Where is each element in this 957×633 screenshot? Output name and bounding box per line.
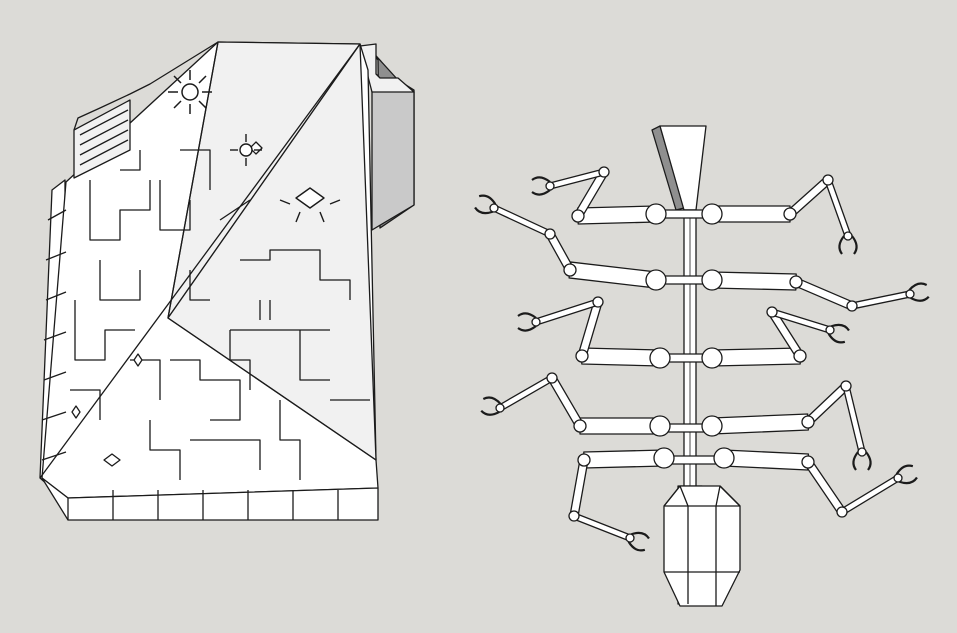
- arm-8-shoulder: [701, 415, 723, 437]
- diagonal-2: [167, 41, 219, 319]
- arm-2-claw-pivot: [843, 231, 853, 241]
- arm-10-claw-pivot: [893, 473, 903, 483]
- arm-4-upper: [711, 271, 797, 291]
- arm-7-claw-pivot: [495, 403, 505, 413]
- arm-5-claw-pivot: [531, 317, 541, 327]
- arm-1-claw-pivot: [545, 181, 555, 191]
- arm-9-claw-pivot: [625, 533, 635, 543]
- arm-10-upper: [722, 449, 810, 471]
- arm-3-wrist-joint: [544, 228, 556, 240]
- arm-6-claw: [827, 323, 850, 344]
- robot-arm-sprue: [474, 125, 930, 607]
- arm-7-elbow: [573, 419, 587, 433]
- arm-7-claw: [480, 396, 502, 416]
- arm-6-shoulder: [701, 347, 723, 369]
- arm-5-elbow: [575, 349, 589, 363]
- stepped-edge: [73, 41, 219, 131]
- arm-8-upper: [711, 413, 809, 435]
- arm-3-shoulder: [645, 269, 667, 291]
- arm-8-elbow: [801, 415, 815, 429]
- arm-6-wrist-joint: [766, 306, 778, 318]
- arm-10-elbow: [801, 455, 815, 469]
- arm-10-shoulder: [713, 447, 735, 469]
- arm-8-claw: [852, 451, 872, 471]
- arm-6-elbow: [793, 349, 807, 363]
- arm-1-elbow: [571, 209, 585, 223]
- arm-6-upper: [711, 347, 801, 367]
- bottle-body: [663, 485, 741, 607]
- arm-9-upper: [583, 449, 665, 469]
- arm-2-wrist-joint: [822, 174, 834, 186]
- arm-4-elbow: [789, 275, 803, 289]
- arm-3-elbow: [563, 263, 577, 277]
- back-block-face: [371, 79, 415, 231]
- arm-3-claw-pivot: [489, 203, 499, 213]
- arm-6-claw-pivot: [825, 325, 835, 335]
- arm-1-shoulder: [645, 203, 667, 225]
- arm-4-claw: [908, 282, 930, 302]
- arm-9-shoulder: [653, 447, 675, 469]
- arm-9-elbow: [577, 453, 591, 467]
- arm-10-wrist-joint: [836, 506, 848, 518]
- arm-8-wrist-joint: [840, 380, 852, 392]
- arm-8-claw-pivot: [857, 447, 867, 457]
- diagonal-3: [167, 317, 377, 461]
- arm-2-elbow: [783, 207, 797, 221]
- arm-2-upper: [711, 205, 791, 223]
- arm-4-wrist-joint: [846, 300, 858, 312]
- arm-4-claw-pivot: [905, 289, 915, 299]
- arm-segments: [474, 166, 930, 552]
- eye-glyph: [279, 187, 341, 223]
- front-face: [41, 477, 379, 521]
- arm-9-wrist-joint: [568, 510, 580, 522]
- arm-1-claw: [531, 176, 551, 196]
- circuit-traces: [70, 149, 370, 480]
- sun-glyph-2: [230, 134, 262, 166]
- arm-5-shoulder: [649, 347, 671, 369]
- arm-9-claw: [627, 531, 650, 552]
- arm-2-shoulder: [701, 203, 723, 225]
- arm-7-shoulder: [649, 415, 671, 437]
- arm-3-claw: [474, 194, 497, 215]
- arm-5-upper: [581, 347, 661, 367]
- top-left-plate: [73, 99, 131, 179]
- arm-5-wrist-joint: [592, 296, 604, 308]
- arm-5-claw: [517, 312, 537, 332]
- diagonal-1: [39, 43, 361, 479]
- arm-1-upper: [577, 205, 657, 225]
- arm-2-claw: [838, 235, 858, 255]
- arm-10-claw: [895, 464, 918, 485]
- circuit-tile: [39, 41, 415, 521]
- arm-7-wrist-joint: [546, 372, 558, 384]
- arm-7-upper: [579, 417, 661, 435]
- back-block-top: [359, 43, 415, 93]
- arm-4-shoulder: [701, 269, 723, 291]
- sun-glyph-1: [168, 70, 212, 114]
- arm-1-wrist-joint: [598, 166, 610, 178]
